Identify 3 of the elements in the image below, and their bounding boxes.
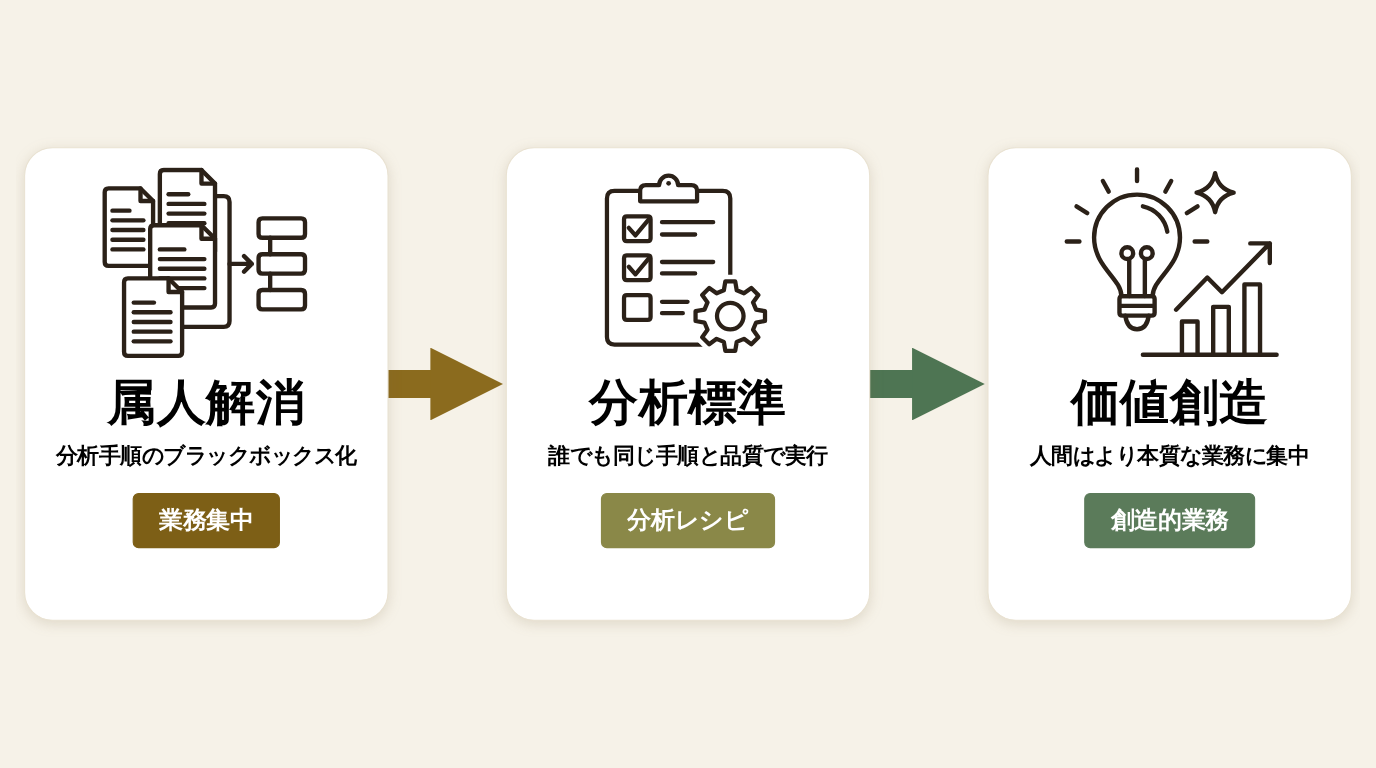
- node-box: 創造的業務: [1084, 492, 1256, 549]
- node-box: 業務集中: [132, 492, 280, 549]
- node-box: 分析レシピ: [600, 492, 776, 549]
